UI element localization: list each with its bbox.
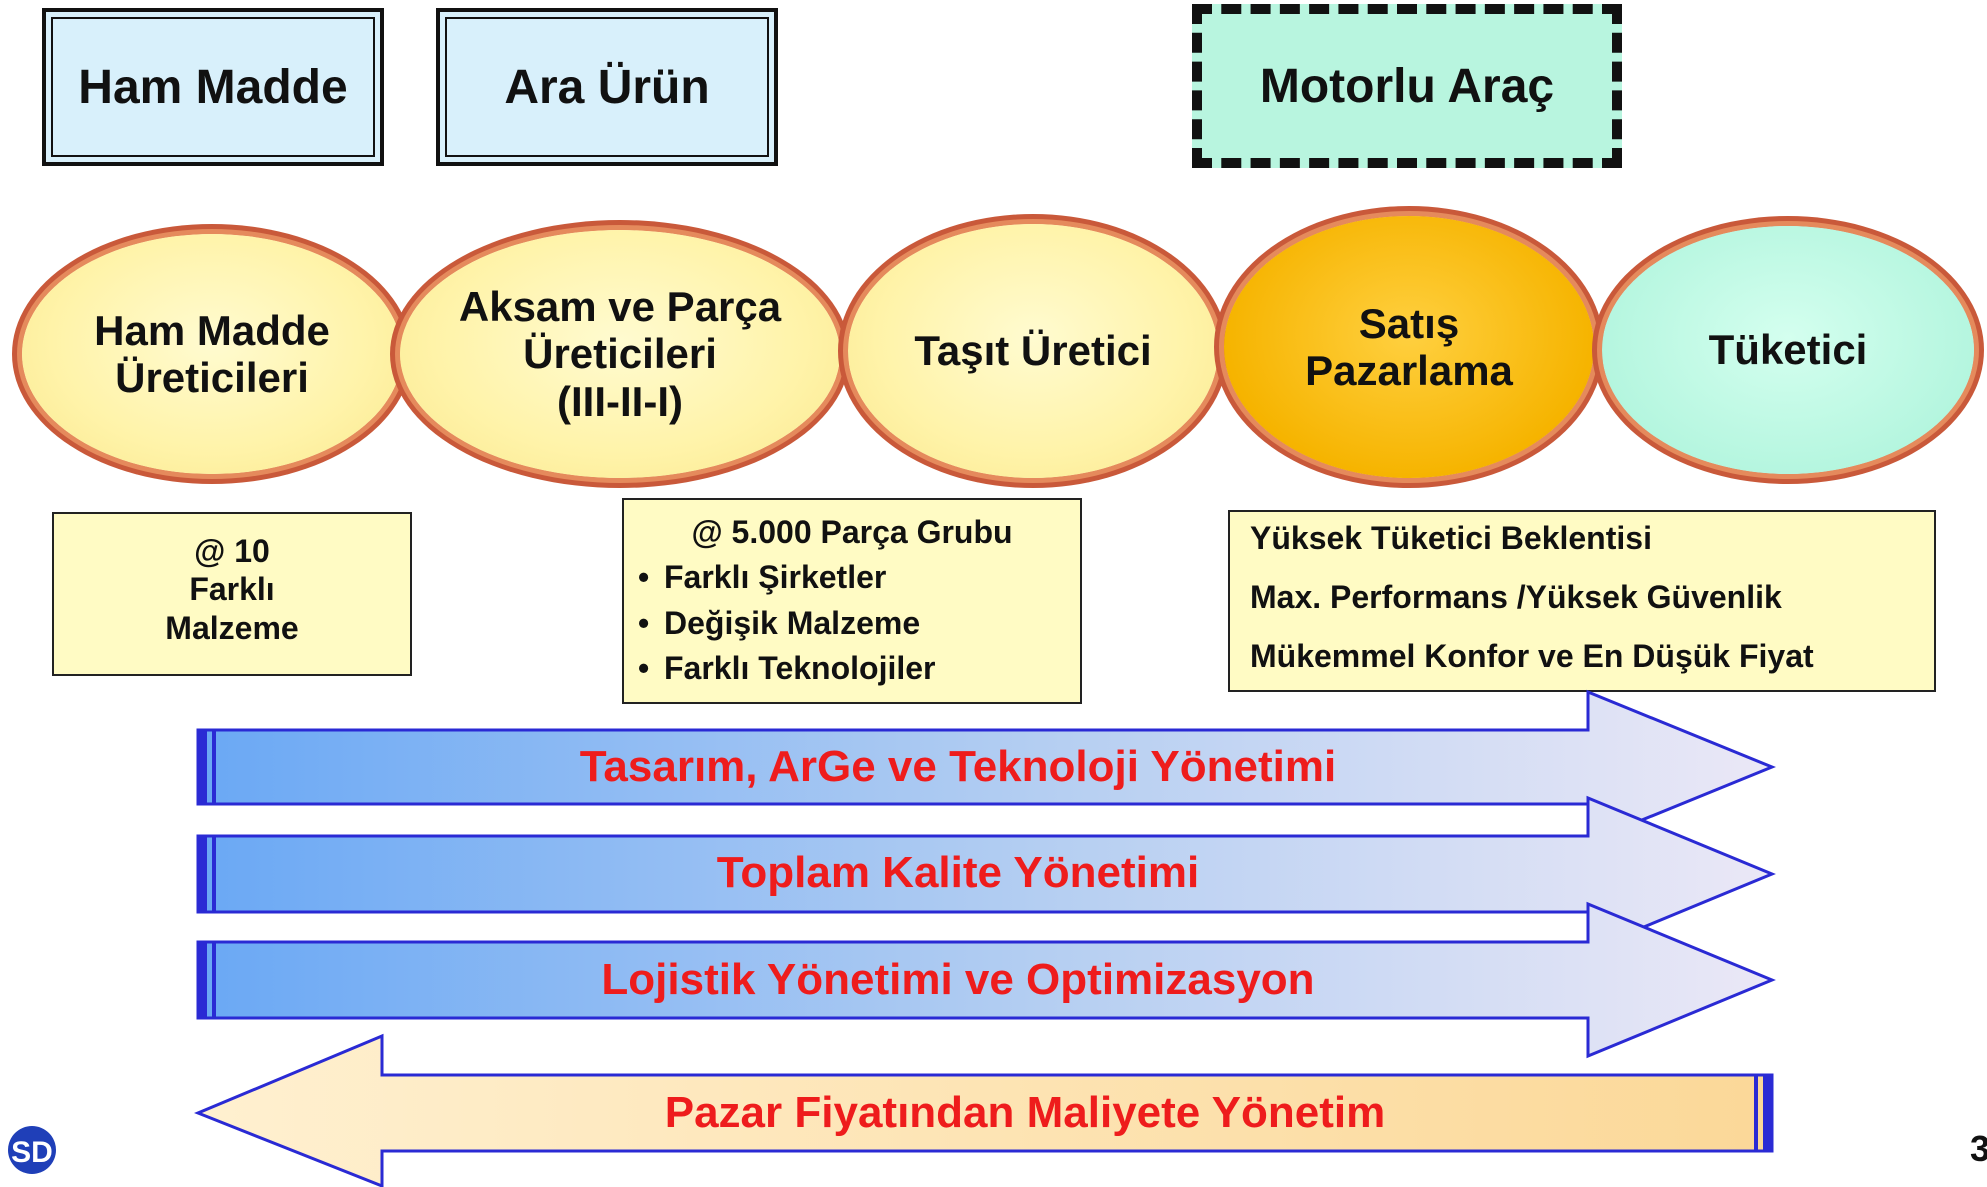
arrow-label-design: Tasarım, ArGe ve Teknoloji Yönetimi <box>579 742 1337 791</box>
materials-note: @ 10 Farklı Malzeme <box>52 512 412 676</box>
arrow-label-cost: Pazar Fiyatından Maliyete Yönetim <box>664 1088 1386 1137</box>
parts-bullet: Farklı Teknolojiler <box>638 646 1080 692</box>
motor-vehicle-box: Motorlu Araç <box>1192 4 1622 168</box>
parts-bullet: Değişik Malzeme <box>638 601 1080 647</box>
chain-vehicle-manufacturer: Taşıt Üretici <box>848 224 1218 478</box>
arrow-cost <box>194 1033 1774 1187</box>
materials-desc-2: Malzeme <box>165 609 299 646</box>
chain-consumer: Tüketici <box>1602 226 1974 474</box>
arrow-quality <box>196 795 1776 953</box>
chain-label: Taşıt Üretici <box>914 327 1152 375</box>
page-number: 3 <box>1970 1128 1987 1169</box>
parts-note-head: @ 5.000 Parça Grubu <box>691 514 1013 550</box>
consumer-expectation: Yüksek Tüketici Beklentisi <box>1250 520 1652 556</box>
materials-desc-1: Farklı <box>189 571 275 608</box>
parts-bullets: Farklı Şirketler Değişik Malzeme Farklı … <box>624 555 1080 692</box>
company-logo: SD <box>8 1126 56 1174</box>
consumer-note: Yüksek Tüketici Beklentisi Max. Performa… <box>1228 510 1936 692</box>
arrow-design-rnd <box>196 689 1776 845</box>
intermediate-product-box: Ara Ürün <box>436 8 778 166</box>
chain-label: Aksam ve Parça Üreticileri (III-II-I) <box>458 283 782 425</box>
consumer-performance: Max. Performans /Yüksek Güvenlik <box>1250 579 1782 615</box>
chain-label: Satış Pazarlama <box>1305 299 1513 394</box>
chain-raw-material-producers: Ham Madde Üreticileri <box>22 234 402 474</box>
logo-text: SD <box>11 1136 53 1169</box>
parts-note: @ 5.000 Parça Grubu Farklı Şirketler Değ… <box>622 498 1082 704</box>
consumer-comfort-price: Mükemmel Konfor ve En Düşük Fiyat <box>1250 638 1814 674</box>
arrow-label-quality: Toplam Kalite Yönetimi <box>716 848 1200 897</box>
parts-bullet: Farklı Şirketler <box>638 555 1080 601</box>
motor-vehicle-label: Motorlu Araç <box>1259 59 1555 113</box>
arrow-label-logistics: Lojistik Yönetimi ve Optimizasyon <box>601 955 1315 1004</box>
materials-count: @ 10 <box>194 533 270 569</box>
chain-sales-marketing: Satış Pazarlama <box>1224 216 1594 478</box>
arrow-logistics <box>196 901 1776 1059</box>
raw-material-box: Ham Madde <box>42 8 384 166</box>
raw-material-label: Ham Madde <box>78 60 348 114</box>
chain-label: Ham Madde Üreticileri <box>94 306 330 401</box>
chain-parts-producers: Aksam ve Parça Üreticileri (III-II-I) <box>400 230 840 478</box>
chain-label: Tüketici <box>1708 326 1868 374</box>
intermediate-product-label: Ara Ürün <box>504 60 710 114</box>
